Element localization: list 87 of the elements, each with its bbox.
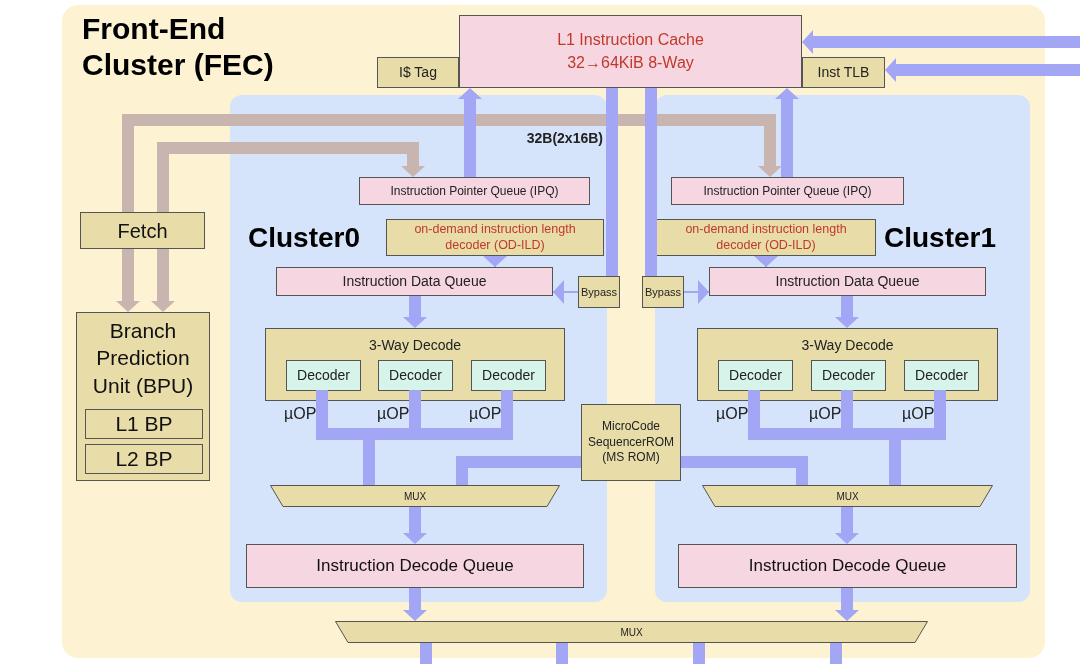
mux-trapezoid [335, 621, 928, 643]
decoder-label: Decoder [915, 366, 968, 385]
decoder-label: Decoder [389, 366, 442, 385]
queue-box [359, 177, 590, 205]
queue-box [276, 267, 553, 296]
queue-label: Instruction Decode Queue [316, 555, 514, 578]
mux-label: MUX [403, 489, 427, 504]
tlb-box [802, 57, 885, 88]
panel-heading: Front-End Cluster (FEC) [82, 11, 275, 83]
data-path-arrow [403, 588, 427, 621]
decoder-label: Decoder [729, 366, 782, 385]
data-path-arrow [835, 507, 859, 544]
bp-box [85, 444, 203, 474]
length-decoder-box [386, 219, 604, 256]
uop-label: µOP [809, 404, 839, 424]
length-decoder-box [656, 219, 876, 256]
queue-box [678, 544, 1017, 588]
bypass-box [642, 276, 684, 308]
decoder-box [811, 360, 886, 391]
decode-box [265, 328, 565, 401]
data-path-arrow [775, 88, 799, 177]
fetch-arrow [122, 114, 782, 212]
fetch-label: Fetch [117, 218, 168, 244]
queue-label: Instruction Data Queue [775, 272, 920, 291]
fetch-box [80, 212, 205, 249]
data-path-arrow [835, 296, 859, 328]
uop-label: µOP [716, 404, 746, 424]
decoder-label: Decoder [822, 366, 875, 385]
decode-box [697, 328, 998, 401]
bpu-box [76, 312, 210, 481]
decoder-box [471, 360, 546, 391]
data-path-arrow [483, 255, 507, 268]
decoder-box [378, 360, 453, 391]
bypass-label: Bypass [644, 284, 682, 300]
data-path-arrow [403, 296, 427, 328]
decoder-label: Decoder [297, 366, 350, 385]
bp-label: L1 BP [115, 411, 173, 438]
uop-label: µOP [902, 404, 932, 424]
cluster-heading: Cluster1 [884, 221, 997, 255]
bp-label: L2 BP [115, 446, 173, 473]
data-path-arrow [754, 255, 778, 268]
data-path-arrow [552, 280, 579, 304]
bp-box [85, 409, 203, 439]
mux-label: MUX [620, 625, 643, 640]
data-path-arrow [802, 30, 1080, 54]
data-path-arrow [835, 588, 859, 621]
data-path-arrow [683, 280, 710, 304]
decode-heading: 3-Way Decode [800, 336, 895, 355]
decoder-box [718, 360, 793, 391]
data-path-arrow [885, 58, 1080, 82]
uop-label: µOP [284, 404, 314, 424]
data-path-arrow [458, 88, 482, 177]
queue-label: Instruction Data Queue [342, 272, 487, 291]
bpu-label: Branch Prediction Unit (BPU) [91, 318, 195, 399]
tag-box [377, 57, 459, 88]
bus-width-label: 32B(2x16B) [525, 129, 603, 148]
mux-trapezoid [702, 485, 993, 507]
uop-label: µOP [469, 404, 499, 424]
mux-trapezoid [270, 485, 560, 507]
tlb-label: Inst TLB [817, 63, 870, 82]
decoder-box [286, 360, 361, 391]
cache-box [459, 15, 802, 88]
rom-box [581, 404, 681, 481]
cache-label: L1 Instruction Cache 32→64KiB 8-Way [556, 30, 705, 73]
tag-label: I$ Tag [399, 63, 437, 82]
queue-box [671, 177, 904, 205]
decoder-box [904, 360, 979, 391]
length-decoder-label: on-demand instruction length decoder (OD-ILD) [413, 221, 577, 254]
rom-label: MicroCode SequencerROM (MS ROM) [586, 419, 675, 466]
data-path-arrow [403, 507, 427, 544]
queue-label: Instruction Pointer Queue (IPQ) [703, 183, 872, 200]
decoder-label: Decoder [482, 366, 535, 385]
queue-label: Instruction Decode Queue [748, 555, 947, 578]
length-decoder-label: on-demand instruction length decoder (OD-ILD) [684, 221, 848, 254]
queue-label: Instruction Pointer Queue (IPQ) [390, 183, 559, 200]
queue-box [709, 267, 986, 296]
fetch-arrow [151, 249, 175, 312]
fetch-arrow [157, 142, 425, 212]
mux-label: MUX [836, 489, 859, 504]
cluster-heading: Cluster0 [248, 221, 361, 255]
fetch-arrow [116, 249, 140, 312]
uop-label: µOP [377, 404, 407, 424]
decode-heading: 3-Way Decode [367, 336, 463, 355]
bypass-box [578, 276, 620, 308]
fec-panel [62, 5, 1045, 658]
bypass-label: Bypass [580, 284, 618, 300]
queue-box [246, 544, 584, 588]
